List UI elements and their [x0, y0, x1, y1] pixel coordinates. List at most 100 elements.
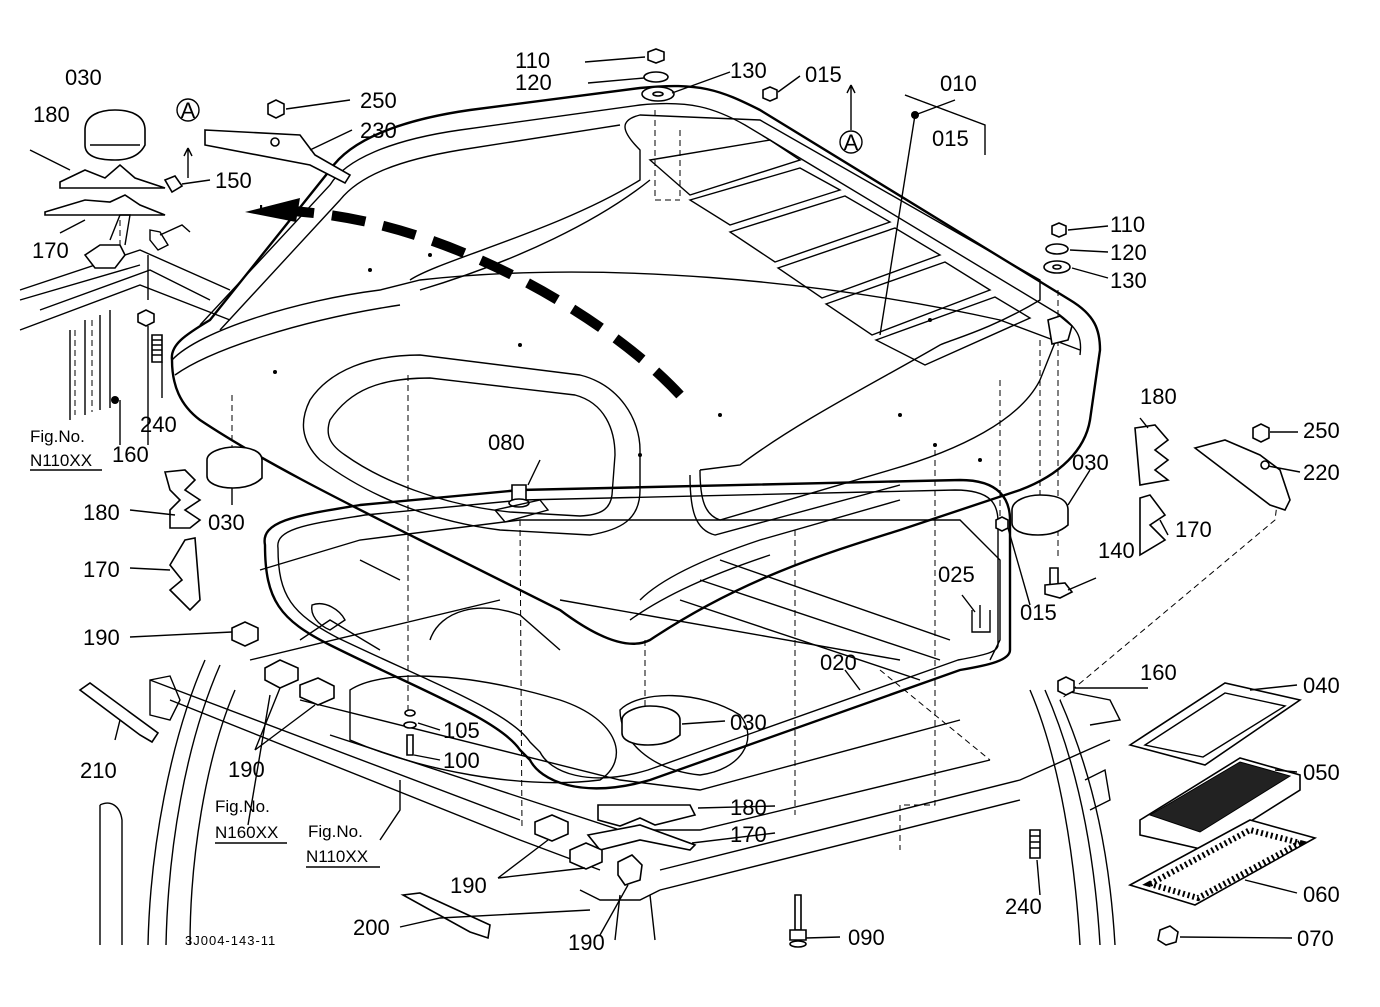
block-190-bottom-b: [569, 842, 603, 870]
fig-label-n110-bottom: Fig.No.: [308, 822, 363, 841]
roof-panel: [170, 84, 1102, 645]
nut-250-top: [267, 99, 285, 119]
label-080: 080: [488, 430, 525, 455]
stud-080: [493, 484, 550, 523]
label-040: 040: [1303, 673, 1340, 698]
label-220: 220: [1303, 460, 1340, 485]
plate-220: [1193, 439, 1291, 511]
gasket-040: [1128, 682, 1302, 766]
bar-200: [400, 892, 491, 940]
label-160-right: 160: [1140, 660, 1177, 685]
label-240-right: 240: [1005, 894, 1042, 919]
block-190-bottom-c: [617, 854, 643, 886]
label-160-left: 160: [112, 442, 149, 467]
shim-170-bottom: [586, 824, 697, 851]
nut-stack-top: [641, 48, 675, 102]
label-250-top: 250: [360, 88, 397, 113]
shim-180-left: [163, 469, 202, 529]
label-180-right: 180: [1140, 384, 1177, 409]
label-190-left-top: 190: [83, 625, 120, 650]
clip-025: [971, 605, 991, 633]
label-120-top: 120: [515, 70, 552, 95]
label-120-right: 120: [1110, 240, 1147, 265]
block-190-left-c: [299, 677, 335, 706]
label-180-bottom: 180: [730, 795, 767, 820]
cap-030-left: [206, 446, 263, 489]
label-110-right: 110: [1110, 212, 1145, 237]
label-140: 140: [1098, 538, 1135, 563]
label-130-top: 130: [730, 58, 767, 83]
bracket-150: [149, 175, 191, 251]
leader-dots: [111, 111, 919, 404]
bolt-100: [403, 709, 417, 756]
label-030-top-left: 030: [65, 65, 102, 90]
label-070: 070: [1297, 926, 1334, 951]
plate-060: [1127, 819, 1318, 906]
shim-180-top-left: [59, 163, 166, 189]
label-180-left: 180: [83, 500, 120, 525]
fig-ref-n110-bottom: N110XX: [306, 847, 368, 866]
label-020: 020: [820, 650, 857, 675]
cap-030-center: [621, 705, 681, 746]
label-190-bottom-a: 190: [450, 873, 487, 898]
label-100: 100: [443, 748, 480, 773]
bolt-090: [789, 894, 807, 948]
part-labels: 110 120 130 015 010 015 030 180 250 230 …: [30, 48, 1340, 955]
bracket-140: [1044, 567, 1074, 599]
nut-015-right: [995, 516, 1009, 532]
shim-170-left: [168, 537, 201, 612]
label-090: 090: [848, 925, 885, 950]
bolt-240-left: [151, 334, 163, 363]
label-030-center: 030: [730, 710, 767, 735]
label-190-left-bottom: 190: [228, 757, 265, 782]
leader-lines: [29, 56, 1301, 939]
label-030-right: 030: [1072, 450, 1109, 475]
label-170-bottom: 170: [730, 822, 767, 847]
label-180-top-left: 180: [33, 102, 70, 127]
bracket-cup-top-left: [83, 214, 131, 269]
block-190-left-b: [264, 659, 299, 689]
marker-a-right-text: A: [844, 130, 859, 155]
reference-marker-a-right: A: [839, 130, 863, 155]
nut-015-top: [762, 86, 778, 102]
label-240-left: 240: [140, 412, 177, 437]
cap-030-top-left: [84, 109, 146, 161]
marker-a-left-text: A: [181, 98, 196, 123]
label-190-bottom-b: 190: [568, 930, 605, 955]
label-030-left: 030: [208, 510, 245, 535]
label-015-right: 015: [1020, 600, 1057, 625]
block-190-left-a: [231, 621, 259, 647]
label-050: 050: [1303, 760, 1340, 785]
label-170-right: 170: [1175, 517, 1212, 542]
label-060: 060: [1303, 882, 1340, 907]
label-230: 230: [360, 118, 397, 143]
label-025: 025: [938, 562, 975, 587]
bolt-240-right: [1029, 829, 1041, 859]
nut-160-left: [137, 309, 155, 327]
shim-180-bottom: [597, 804, 697, 827]
label-170-top-left: 170: [32, 238, 69, 263]
reference-marker-a-left: A: [176, 98, 200, 123]
fig-label-left: Fig.No.: [30, 427, 85, 446]
label-200: 200: [353, 915, 390, 940]
corner-bracket-right: [1047, 315, 1073, 345]
fig-label-n160: Fig.No.: [215, 797, 270, 816]
label-150: 150: [215, 168, 252, 193]
label-015-group: 015: [932, 126, 969, 151]
nut-250-right: [1252, 423, 1270, 443]
plate-230: [204, 129, 352, 185]
nut-160-right: [1057, 676, 1075, 696]
shim-170-top-left: [44, 194, 166, 216]
filter-050: [1139, 757, 1301, 851]
cap-030-right: [1011, 494, 1069, 536]
fig-ref-n110-left: N110XX: [30, 451, 92, 470]
screw-070: [1157, 925, 1179, 946]
shim-170-right: [1139, 494, 1167, 557]
diagram-code: 3J004-143-11: [185, 933, 276, 948]
block-190-bottom-a: [534, 814, 569, 842]
fig-ref-n160: N160XX: [215, 823, 278, 842]
label-210: 210: [80, 758, 117, 783]
shim-180-right: [1134, 424, 1170, 486]
